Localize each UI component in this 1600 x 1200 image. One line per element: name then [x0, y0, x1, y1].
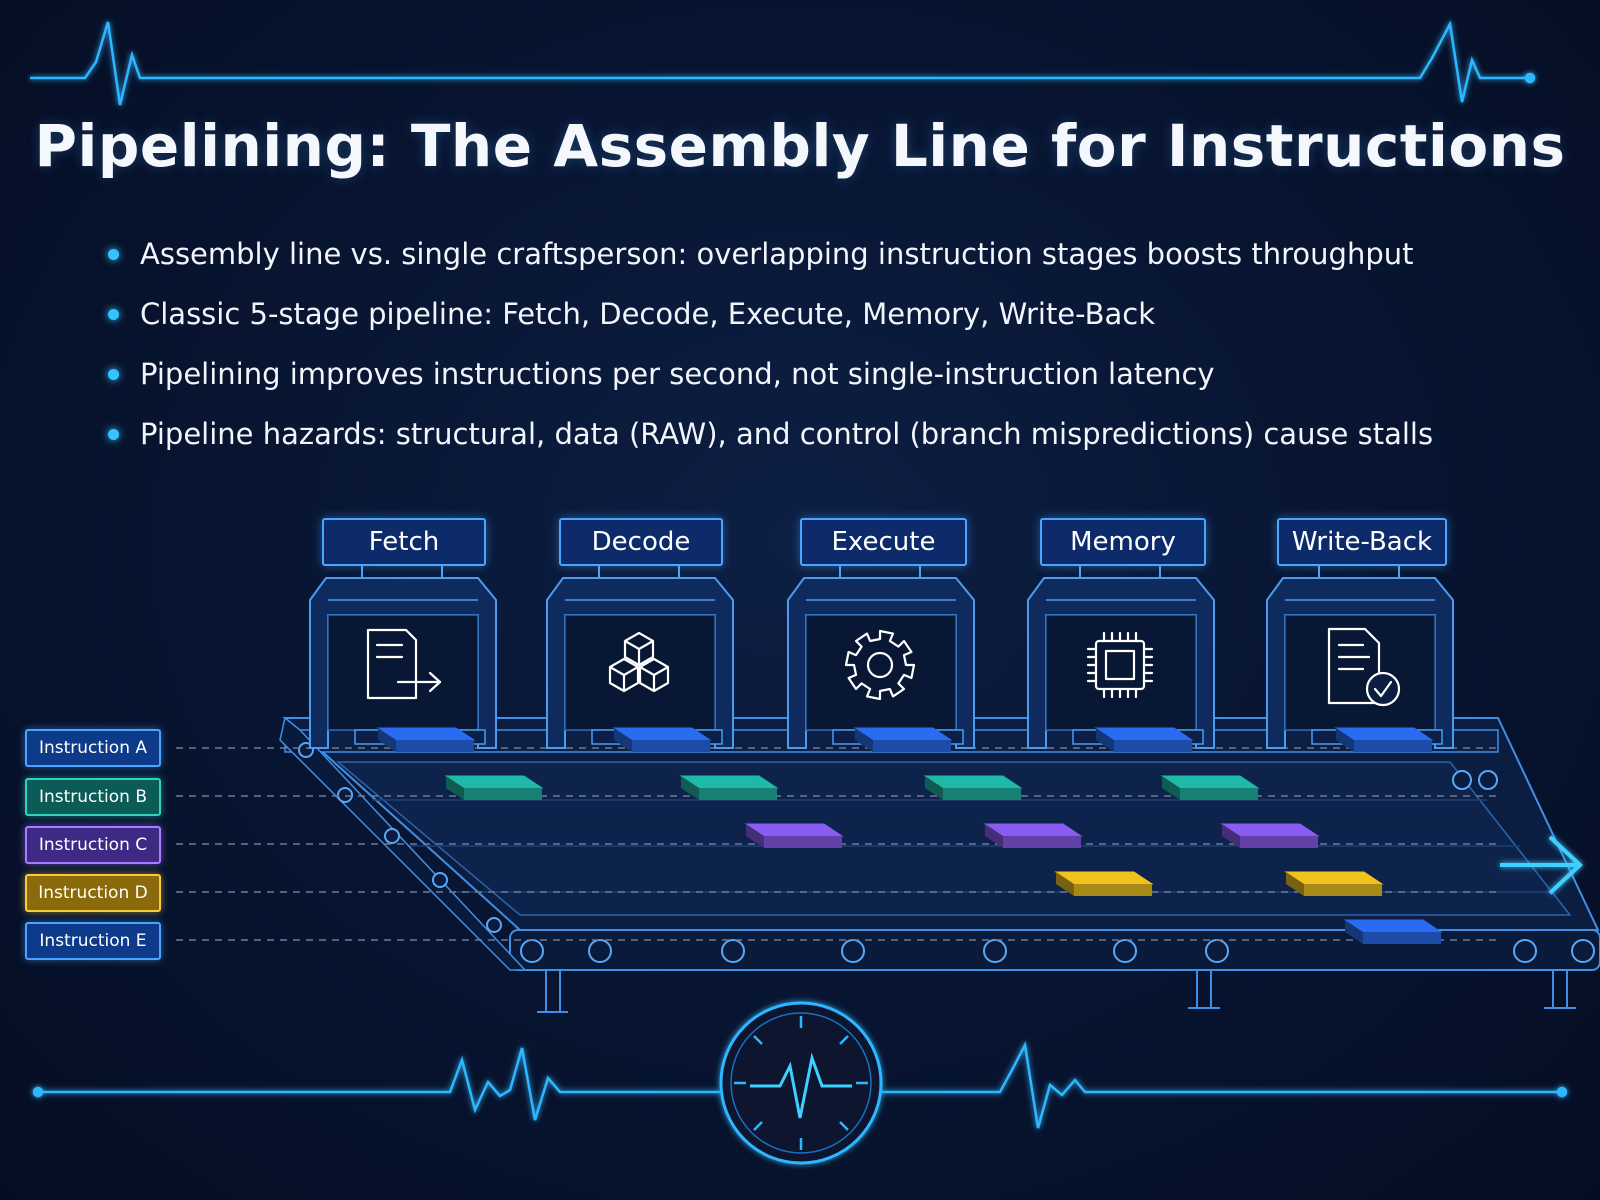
bullet-text: Pipeline hazards: structural, data (RAW)…: [140, 417, 1434, 451]
instruction-label-c: Instruction C: [25, 826, 161, 864]
instruction-block-b-3: [923, 775, 1023, 800]
station-fetch: [309, 565, 497, 749]
document-arrow-icon: [366, 628, 442, 700]
station-decode: [546, 565, 734, 749]
page-title: Pipelining: The Assembly Line for Instru…: [34, 112, 1566, 180]
instruction-label-e: Instruction E: [25, 922, 161, 960]
conveyor-belt: [279, 716, 1600, 1013]
station-write-back: [1266, 565, 1454, 749]
bullet-item: Pipelining improves instructions per sec…: [108, 348, 1568, 408]
bullet-list: Assembly line vs. single craftsperson: o…: [108, 228, 1568, 468]
stage-label-fetch: Fetch: [322, 518, 486, 566]
bullet-item: Pipeline hazards: structural, data (RAW)…: [108, 408, 1568, 468]
instruction-blocks: [376, 727, 1443, 944]
document-check-icon: [1327, 627, 1401, 707]
bullet-dot: [108, 429, 119, 440]
stage-label-memory: Memory: [1040, 518, 1206, 566]
bullet-text: Classic 5-stage pipeline: Fetch, Decode,…: [140, 297, 1155, 331]
bullet-dot: [108, 309, 119, 320]
instruction-label-d: Instruction D: [25, 874, 161, 912]
cubes-icon: [608, 631, 670, 693]
instruction-block-a-2: [612, 727, 712, 752]
instruction-block-d-2: [1284, 871, 1384, 896]
gear-icon: [844, 629, 916, 701]
clock-pulse-icon: [719, 1001, 883, 1165]
direction-arrow-icon: [1500, 835, 1583, 895]
bullet-text: Pipelining improves instructions per sec…: [140, 357, 1215, 391]
top-heartbeat-line: [30, 20, 1536, 106]
instruction-block-a-5: [1334, 727, 1434, 752]
pipeline-stations: [309, 565, 1454, 749]
instruction-block-d-1: [1054, 871, 1154, 896]
station-execute: [787, 565, 975, 749]
bottom-heartbeat-line: [32, 1041, 1568, 1129]
instruction-block-e-1: [1343, 919, 1443, 944]
instruction-label-a: Instruction A: [25, 729, 161, 767]
bullet-text: Assembly line vs. single craftsperson: o…: [140, 237, 1414, 271]
bullet-item: Assembly line vs. single craftsperson: o…: [108, 228, 1568, 288]
instruction-label-b: Instruction B: [25, 778, 161, 816]
instruction-block-a-1: [376, 727, 476, 752]
stage-label-write-back: Write-Back: [1277, 518, 1447, 566]
station-memory: [1027, 565, 1215, 749]
instruction-block-c-2: [983, 823, 1083, 848]
stage-label-execute: Execute: [800, 518, 967, 566]
instruction-block-a-3: [853, 727, 953, 752]
instruction-block-b-1: [444, 775, 544, 800]
bullet-item: Classic 5-stage pipeline: Fetch, Decode,…: [108, 288, 1568, 348]
stage-label-decode: Decode: [559, 518, 723, 566]
instruction-block-b-2: [679, 775, 779, 800]
bullet-dot: [108, 249, 119, 260]
instruction-block-b-4: [1160, 775, 1260, 800]
instruction-block-c-1: [744, 823, 844, 848]
bullet-dot: [108, 369, 119, 380]
chip-icon: [1086, 631, 1154, 699]
instruction-block-c-3: [1220, 823, 1320, 848]
instruction-block-a-4: [1094, 727, 1194, 752]
